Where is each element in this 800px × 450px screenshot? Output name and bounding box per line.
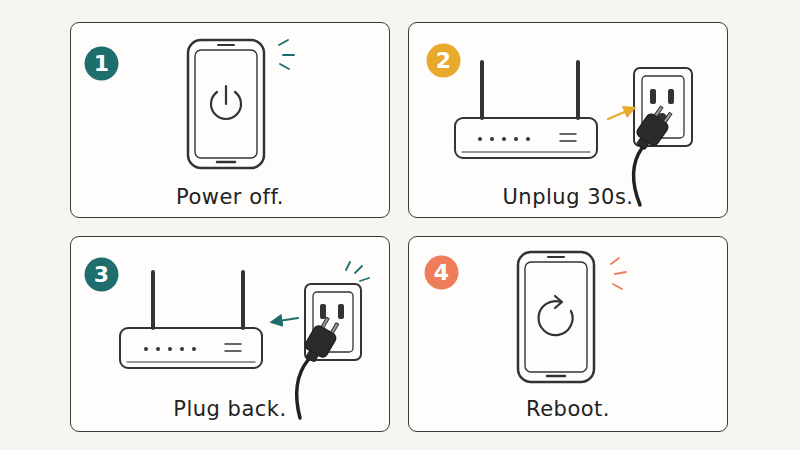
step-caption: Power off. — [71, 182, 389, 212]
step-number-circle: 1 — [84, 46, 119, 81]
step-number-circle: 4 — [424, 255, 459, 290]
step-number-circle: 2 — [426, 43, 461, 78]
step-panel: Plug back. 3 — [70, 236, 390, 432]
step-number: 2 — [426, 43, 461, 78]
step-caption: Reboot. — [409, 394, 727, 424]
step-caption: Unplug 30s. — [409, 182, 727, 212]
step-number: 3 — [84, 257, 119, 292]
step-number: 4 — [424, 255, 459, 290]
step-number: 1 — [84, 46, 119, 81]
step-number-circle: 3 — [84, 257, 119, 292]
step-panel: Reboot. 4 — [408, 236, 728, 432]
step-caption: Plug back. — [71, 394, 389, 424]
step-panel: Power off. 1 — [70, 22, 390, 218]
step-panel: Unplug 30s. 2 — [408, 22, 728, 218]
